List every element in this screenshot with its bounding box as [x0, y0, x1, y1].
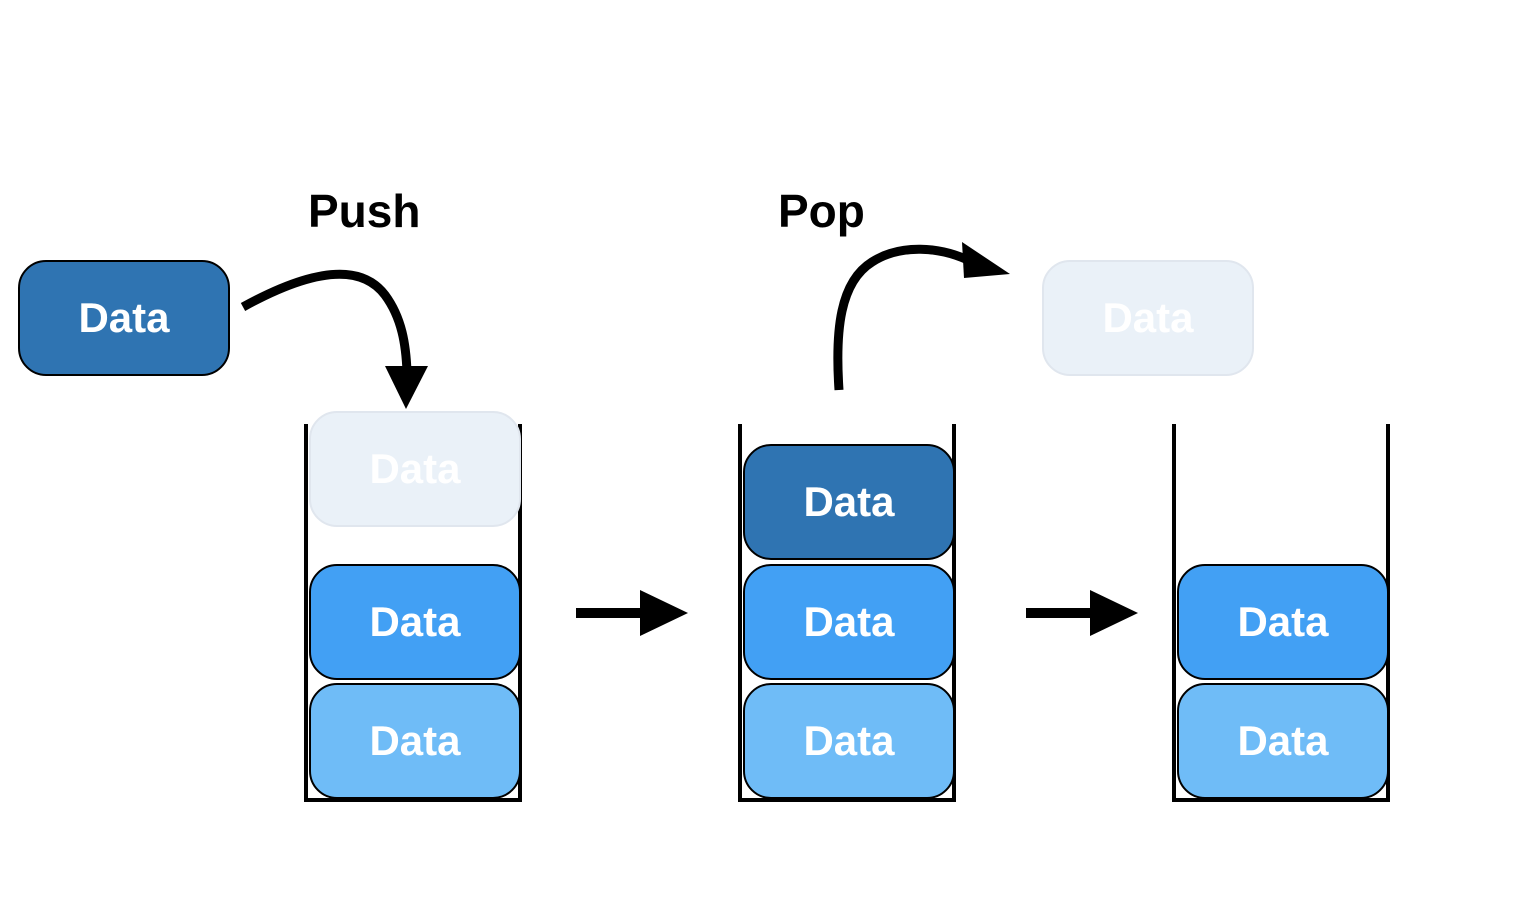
push-label: Push — [308, 185, 421, 237]
pop-stack-item-middle: Data — [743, 564, 955, 680]
push-stack-item-bottom: Data — [309, 683, 521, 799]
result-stack-item-middle: Data — [1177, 564, 1389, 680]
pop-arrowhead — [962, 242, 1010, 278]
transition-arrow-2-shaft — [1026, 608, 1096, 618]
transition-arrow-1-shaft — [576, 608, 646, 618]
push-arrowhead — [385, 366, 428, 409]
push-ghost-slot: Data — [309, 411, 521, 527]
pop-stack-item-top: Data — [743, 444, 955, 560]
transition-arrow-1-head — [640, 590, 688, 636]
popped-ghost-block: Data — [1042, 260, 1254, 376]
push-stack-item-middle: Data — [309, 564, 521, 680]
pop-stack-item-bottom: Data — [743, 683, 955, 799]
transition-arrow-2-head — [1090, 590, 1138, 636]
pop-label: Pop — [778, 185, 865, 237]
result-stack-item-bottom: Data — [1177, 683, 1389, 799]
push-curve-arrow — [240, 269, 412, 373]
incoming-data-block: Data — [18, 260, 230, 376]
pop-curve-arrow — [833, 244, 975, 391]
